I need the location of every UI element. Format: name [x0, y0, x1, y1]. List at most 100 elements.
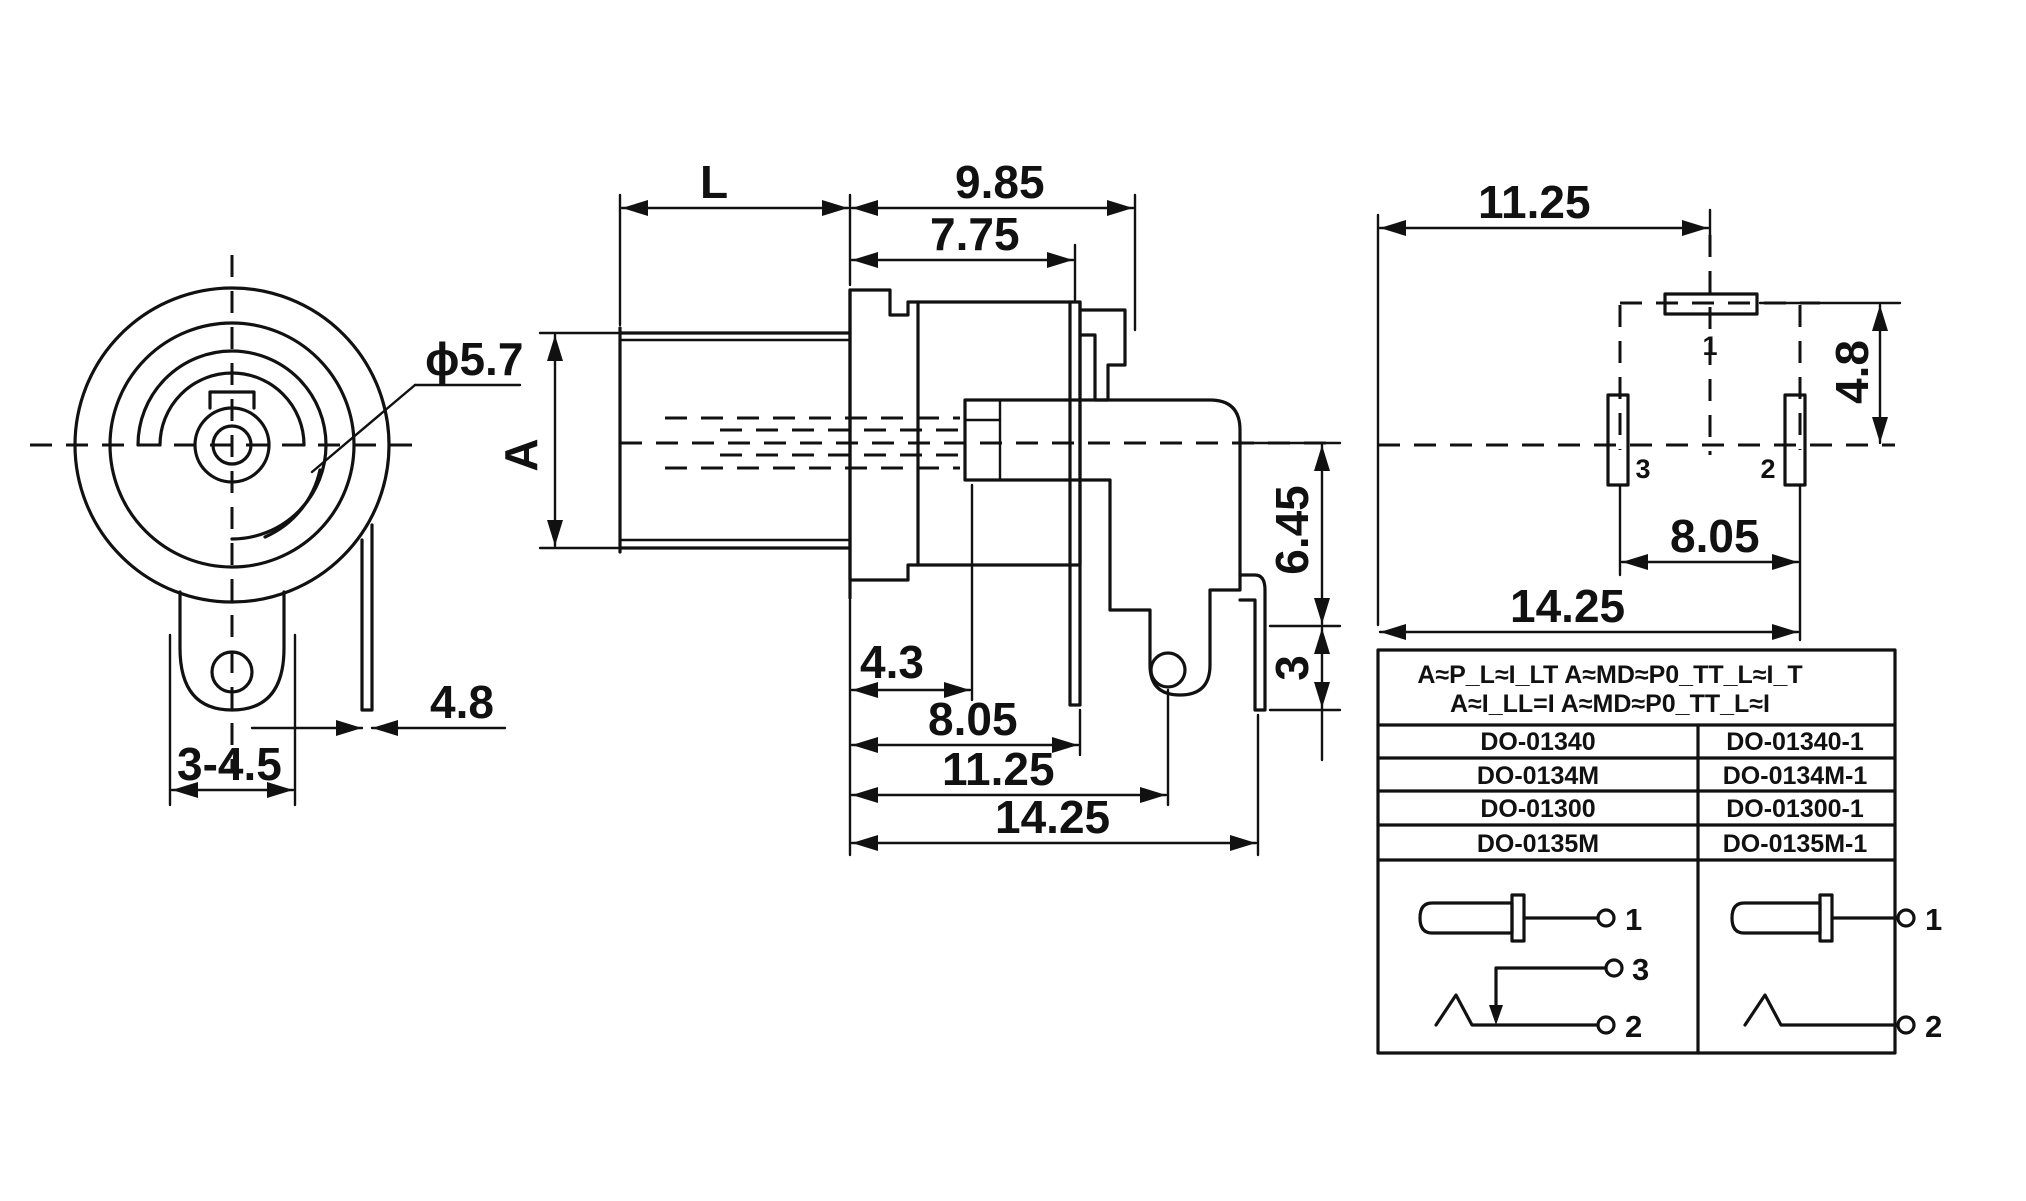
part-table: A≈P_L≈I_LT A≈MD≈P0_TT_L≈I_T A≈I_LL=I A≈M…	[1376, 648, 1942, 1055]
footprint-top-label: 11.25	[1478, 176, 1591, 228]
right-pin-2: 2	[1925, 1009, 1942, 1044]
schematic-without-switch: 1 2	[1730, 893, 1942, 1044]
left-pin-1: 1	[1625, 902, 1642, 937]
key-slot	[208, 390, 256, 410]
arrow	[852, 787, 878, 803]
footprint-view: 1 3 2 11.25 4.8 8.05 14.25	[1376, 176, 1902, 642]
middle-ring	[108, 321, 356, 569]
terminal-1	[1896, 908, 1916, 928]
arrow	[1047, 252, 1073, 268]
arrow	[1140, 787, 1166, 803]
table-header-line-1: A≈P_L≈I_LT A≈MD≈P0_TT_L≈I_T	[1417, 661, 1802, 689]
center-hole	[193, 406, 271, 484]
right-pin-1: 1	[1925, 902, 1942, 937]
arrow	[1314, 598, 1330, 624]
lug-width-label: 3-4.5	[177, 738, 282, 790]
pin-1-slot	[1663, 292, 1759, 316]
terminal-3	[1604, 958, 1624, 978]
table-cell: DO-0134M	[1477, 762, 1599, 790]
terminal-2	[1896, 1015, 1916, 1035]
barrel	[618, 326, 852, 554]
arrow	[1489, 1005, 1503, 1025]
bottom-pin	[1238, 573, 1267, 712]
arrow	[1872, 305, 1888, 331]
plug-contact	[1510, 893, 1526, 943]
table-cell: DO-0134M-1	[1723, 762, 1868, 790]
dim-43-label: 4.3	[860, 636, 924, 688]
arrow	[336, 720, 362, 736]
arrow	[1380, 624, 1406, 640]
mounting-lug	[178, 590, 286, 712]
arrow	[1230, 835, 1256, 851]
table-cell: DO-01340	[1480, 728, 1595, 756]
arrow	[1772, 554, 1798, 570]
arrow	[1052, 737, 1078, 753]
arrow	[852, 737, 878, 753]
arrow	[852, 200, 878, 216]
contact-body	[963, 398, 1242, 697]
pin-3-slot	[1606, 393, 1630, 487]
outer-ring	[73, 286, 391, 604]
table-cell: DO-01300-1	[1726, 795, 1864, 823]
A-label: A	[495, 438, 547, 471]
arrow	[622, 200, 648, 216]
wire-2	[1434, 993, 1600, 1027]
arrow	[1380, 220, 1406, 236]
footprint-bottom-label: 14.25	[1510, 580, 1625, 632]
arrow	[172, 782, 198, 798]
rear-pin	[1068, 300, 1082, 707]
pin-2-label: 2	[1760, 454, 1775, 484]
diameter-label: ϕ5.7	[425, 333, 523, 385]
arrow	[547, 335, 563, 361]
terminal-1	[1596, 908, 1616, 928]
terminal-2	[1596, 1015, 1616, 1035]
dim-775-label: 7.75	[930, 208, 1020, 260]
top-tab	[1078, 308, 1127, 402]
arrow	[822, 200, 848, 216]
table-header-line-2: A≈I_LL=I A≈MD≈P0_TT_L≈I	[1450, 690, 1770, 718]
arrow	[547, 520, 563, 546]
L-label: L	[700, 156, 728, 208]
left-pin-3: 3	[1632, 952, 1649, 987]
table-cell: DO-0135M	[1477, 830, 1599, 858]
left-pin-2: 2	[1625, 1009, 1642, 1044]
spacing-label: 8.05	[1670, 510, 1760, 562]
arrow	[1682, 220, 1708, 236]
wire-2	[1743, 993, 1900, 1027]
inner-arc-lower	[263, 468, 322, 539]
plug-symbol	[1730, 901, 1822, 935]
pin-3-label: 3	[1635, 454, 1650, 484]
table-cell: DO-01340-1	[1726, 728, 1864, 756]
arrow	[852, 682, 878, 698]
table-cell: DO-01300	[1480, 795, 1595, 823]
side-pin	[360, 523, 374, 712]
arrow	[852, 252, 878, 268]
arrow	[267, 782, 293, 798]
arrow	[1772, 624, 1798, 640]
pin-offset-label: 4.8	[430, 676, 494, 728]
table-cell: DO-0135M-1	[1723, 830, 1868, 858]
plug-contact	[1818, 893, 1834, 943]
arrow	[1314, 682, 1330, 708]
dim-1425-label: 14.25	[995, 791, 1110, 843]
footprint-height-label: 4.8	[1826, 340, 1878, 404]
dim-1125-label: 11.25	[942, 743, 1055, 795]
arrow	[1314, 445, 1330, 471]
side-view: L 9.85 7.75 A 6.45 3	[495, 156, 1342, 857]
inner-arc-small	[158, 371, 306, 447]
wire-3	[1494, 966, 1608, 1020]
pin-2-slot	[1783, 393, 1807, 487]
dim-3-label: 3	[1266, 655, 1318, 681]
arrow	[1622, 554, 1648, 570]
plug-symbol	[1418, 901, 1514, 935]
diameter-leader	[310, 383, 417, 474]
arrow	[1314, 628, 1330, 654]
arrow	[852, 835, 878, 851]
lug-hole	[210, 650, 254, 694]
arrow	[1107, 200, 1133, 216]
center-pin	[211, 424, 253, 466]
schematic-with-switch: 1 3 2	[1418, 893, 1649, 1044]
pin-1-label: 1	[1702, 331, 1717, 361]
dim-645-label: 6.45	[1266, 485, 1318, 575]
